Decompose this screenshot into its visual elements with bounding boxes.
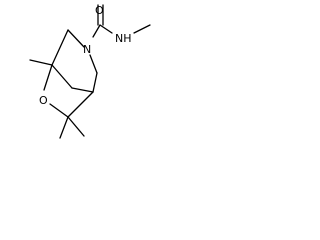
bond-cq-methyl-right: [67, 116, 85, 137]
bond-ringn-ch2-down: [89, 54, 98, 74]
bond-bridge-c5: [71, 87, 94, 93]
atom-amide-oxygen: O: [95, 4, 104, 17]
bond-c1-ring-o: [43, 64, 53, 91]
bond-ringn-ch2-left: [67, 29, 85, 48]
bond-carbonyl-ring-n: [92, 24, 101, 38]
bond-ch2-c5: [92, 72, 98, 93]
bond-c1-methyl: [29, 59, 53, 66]
chemical-structure: O NH N O: [29, 4, 151, 139]
atom-ring-nitrogen: N: [83, 43, 91, 56]
bond-nh-methyl: [133, 24, 151, 34]
atom-amide-nitrogen: NH: [115, 32, 132, 45]
bond-ch2-c1: [51, 29, 69, 66]
bond-ring-o-cq: [49, 103, 69, 118]
bond-c1-bridge: [51, 64, 73, 89]
atom-ring-oxygen: O: [39, 94, 48, 107]
bond-cq-c5: [67, 91, 94, 118]
bond-cq-methyl-left: [59, 116, 69, 139]
bond-carbonyl-nh: [99, 24, 113, 34]
